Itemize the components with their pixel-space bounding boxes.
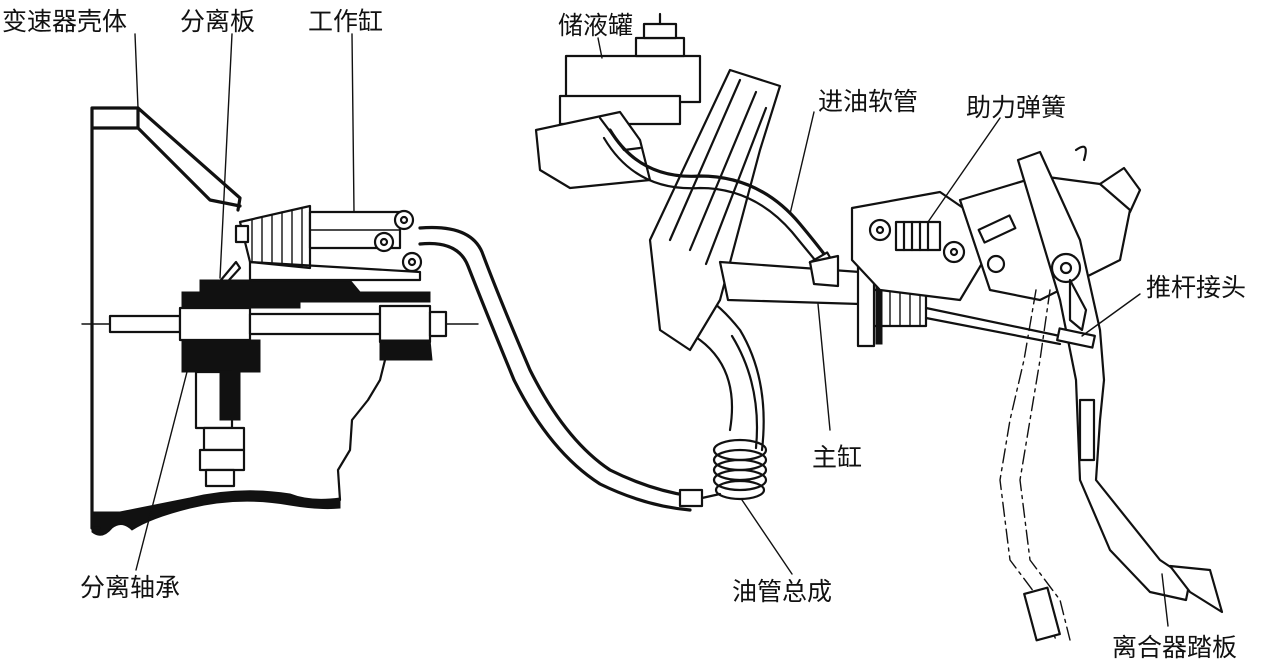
label-clutch-pedal: 离合器踏板 bbox=[1112, 633, 1237, 662]
booster-plate bbox=[648, 68, 782, 352]
label-pipe-assembly: 油管总成 bbox=[732, 577, 832, 606]
label-reservoir: 储液罐 bbox=[558, 11, 633, 40]
label-pushrod-joint: 推杆接头 bbox=[1146, 273, 1246, 302]
label-inlet-hose: 进油软管 bbox=[818, 87, 918, 116]
label-assist-spring: 助力弹簧 bbox=[966, 93, 1066, 122]
label-separator-plate: 分离板 bbox=[180, 7, 255, 36]
slave-cylinder bbox=[234, 204, 423, 282]
label-transmission-housing: 变速器壳体 bbox=[2, 7, 127, 36]
clutch-pedal bbox=[999, 150, 1224, 642]
label-slave-cylinder: 工作缸 bbox=[308, 7, 383, 36]
transmission-housing bbox=[90, 106, 387, 536]
label-master-cylinder: 主缸 bbox=[812, 443, 862, 472]
leader-lines bbox=[134, 33, 1169, 627]
reservoir bbox=[534, 12, 702, 190]
label-release-bearing: 分离轴承 bbox=[80, 573, 180, 602]
pedal-bracket bbox=[850, 145, 1142, 302]
release-assembly bbox=[81, 260, 479, 488]
oil-pipe bbox=[418, 225, 768, 512]
